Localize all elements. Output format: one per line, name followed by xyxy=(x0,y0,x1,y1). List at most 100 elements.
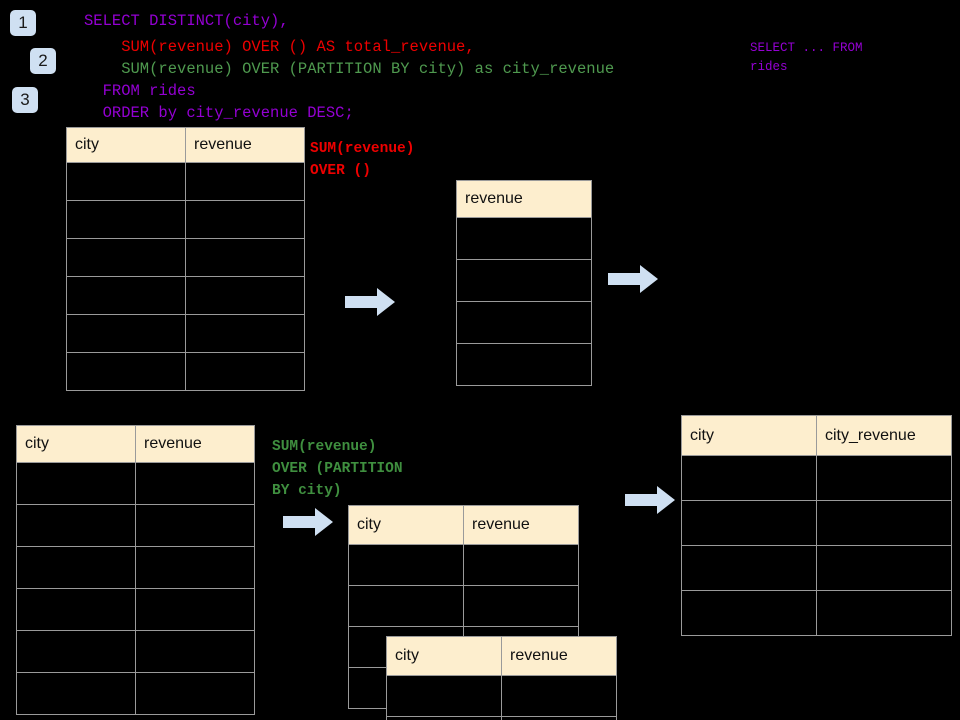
table-header-row: city city_revenue xyxy=(681,415,952,456)
table-cell xyxy=(185,162,305,201)
sql-line-select: SELECT DISTINCT(city), xyxy=(84,12,289,30)
step-badge-3: 3 xyxy=(12,87,38,113)
table-cell xyxy=(16,630,136,673)
table-cell xyxy=(185,276,305,315)
table-cell xyxy=(681,545,817,591)
table-row xyxy=(681,545,952,591)
table-row xyxy=(681,500,952,546)
table-row xyxy=(456,259,592,302)
table-row xyxy=(386,716,617,720)
table-cell xyxy=(135,672,255,715)
table-header-row: revenue xyxy=(456,180,592,218)
table-header-row: city revenue xyxy=(386,636,617,676)
column-header-city: city xyxy=(386,636,502,676)
table-cell xyxy=(66,200,186,239)
table-row xyxy=(386,675,617,717)
column-header-revenue: revenue xyxy=(135,425,255,463)
table-cell xyxy=(185,238,305,277)
column-header-city: city xyxy=(66,127,186,163)
table-cell xyxy=(135,588,255,631)
table-row xyxy=(16,588,255,631)
column-header-city: city xyxy=(16,425,136,463)
table-row xyxy=(456,343,592,386)
table-cell xyxy=(348,544,464,586)
table-row xyxy=(681,590,952,636)
table-partition-front: city revenue xyxy=(386,636,617,720)
arrow-source-to-partition xyxy=(283,508,333,536)
sql-line-city-revenue: SUM(revenue) OVER (PARTITION BY city) as… xyxy=(84,60,615,78)
column-header-revenue: revenue xyxy=(501,636,617,676)
table-cell xyxy=(16,546,136,589)
table-cell xyxy=(816,590,952,636)
table-row xyxy=(66,238,305,277)
table-result: city city_revenue xyxy=(681,415,952,636)
table-row xyxy=(681,455,952,501)
sql-side-note: SELECT ... FROM rides xyxy=(750,41,863,74)
table-total-revenue: revenue xyxy=(456,180,592,386)
column-header-revenue: revenue xyxy=(185,127,305,163)
table-cell xyxy=(456,259,592,302)
annotation-city-revenue: SUM(revenue) OVER (PARTITION BY city) xyxy=(272,439,403,499)
table-row xyxy=(456,217,592,260)
table-source-bottom: city revenue xyxy=(16,425,255,715)
table-cell xyxy=(816,455,952,501)
sql-line-order-by: ORDER by city_revenue DESC; xyxy=(84,104,354,122)
table-cell xyxy=(16,672,136,715)
table-cell xyxy=(501,675,617,717)
table-row xyxy=(66,314,305,353)
table-row xyxy=(348,544,579,586)
annotation-total-revenue: SUM(revenue) OVER () xyxy=(310,141,415,179)
table-row xyxy=(16,462,255,505)
table-cell xyxy=(66,162,186,201)
table-cell xyxy=(816,545,952,591)
table-cell xyxy=(463,585,579,627)
table-row xyxy=(456,301,592,344)
table-cell xyxy=(135,504,255,547)
table-row xyxy=(16,630,255,673)
table-cell xyxy=(66,314,186,353)
table-row xyxy=(66,276,305,315)
step-badge-2: 2 xyxy=(30,48,56,74)
column-header-city-revenue: city_revenue xyxy=(816,415,952,456)
column-header-revenue: revenue xyxy=(463,505,579,545)
table-row xyxy=(66,352,305,391)
table-cell xyxy=(681,455,817,501)
table-cell xyxy=(185,314,305,353)
table-cell xyxy=(185,352,305,391)
arrow-partition-to-result xyxy=(625,486,675,514)
table-row xyxy=(348,585,579,627)
table-cell xyxy=(66,352,186,391)
table-cell xyxy=(386,716,502,720)
table-row xyxy=(16,546,255,589)
table-cell xyxy=(348,585,464,627)
table-cell xyxy=(66,276,186,315)
table-header-row: city revenue xyxy=(16,425,255,463)
table-cell xyxy=(456,301,592,344)
column-header-revenue: revenue xyxy=(456,180,592,218)
table-row xyxy=(16,504,255,547)
table-cell xyxy=(135,546,255,589)
table-cell xyxy=(681,500,817,546)
table-source-top: city revenue xyxy=(66,127,305,391)
table-cell xyxy=(16,504,136,547)
table-cell xyxy=(501,716,617,720)
sql-line-from: FROM rides xyxy=(84,82,196,100)
table-cell xyxy=(386,675,502,717)
column-header-city: city xyxy=(348,505,464,545)
table-cell xyxy=(16,588,136,631)
arrow-source-to-total xyxy=(345,288,395,316)
table-cell xyxy=(463,544,579,586)
table-header-row: city revenue xyxy=(348,505,579,545)
sql-line-total-revenue: SUM(revenue) OVER () AS total_revenue, xyxy=(84,38,475,56)
arrow-total-to-result xyxy=(608,265,658,293)
table-cell xyxy=(456,217,592,260)
table-cell xyxy=(816,500,952,546)
table-header-row: city revenue xyxy=(66,127,305,163)
table-cell xyxy=(66,238,186,277)
table-cell xyxy=(456,343,592,386)
table-row xyxy=(66,162,305,201)
table-row xyxy=(16,672,255,715)
step-badge-1: 1 xyxy=(10,10,36,36)
table-cell xyxy=(16,462,136,505)
